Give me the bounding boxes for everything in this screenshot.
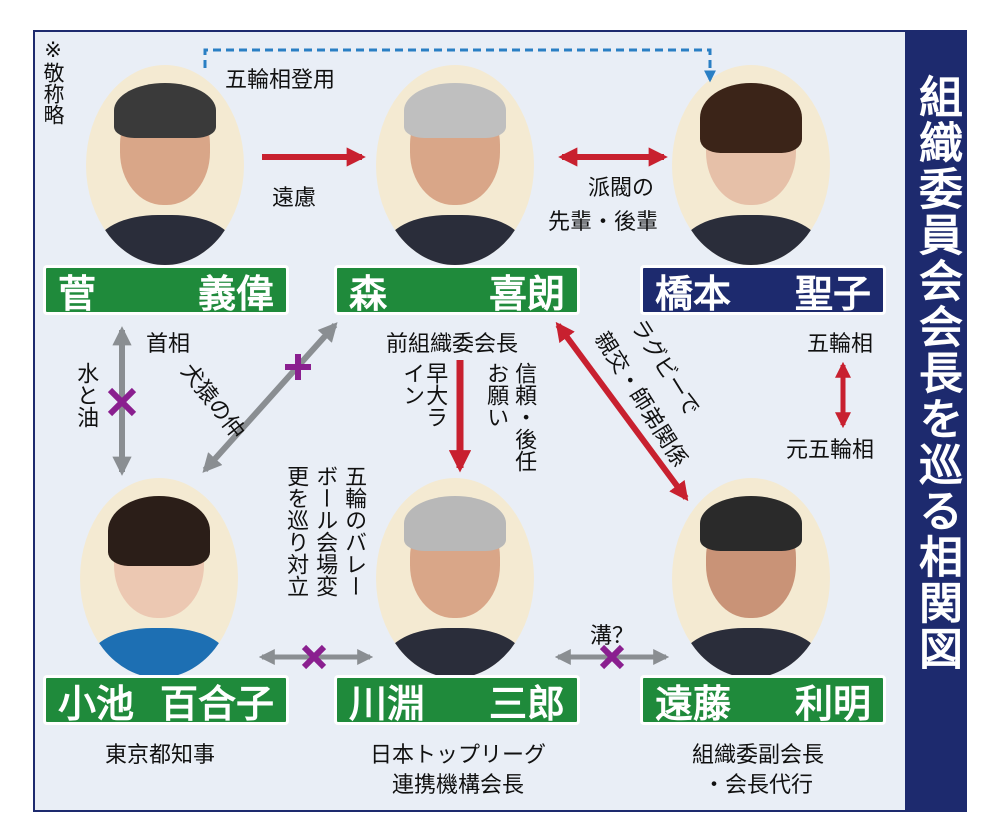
label-mori-hashimoto-1: 派閥の [588, 176, 655, 201]
name-label-suga: 菅義偉 [43, 265, 289, 316]
label-mori-kawabuchi-b2: お願い [483, 362, 509, 428]
name-label-mori: 森喜朗 [334, 265, 580, 316]
diagram-title: 組織委員会会長を巡る相関図 [911, 74, 962, 672]
name-label-koike: 小池百合子 [43, 675, 289, 726]
arrow-mori-koike [202, 322, 338, 473]
name-label-endo: 遠藤利明 [640, 675, 886, 726]
name-label-hashimoto: 橋本聖子 [640, 265, 886, 316]
role-koike: 東京都知事 [104, 743, 216, 768]
label-koike-kawabuchi-2: ボール会場変 [312, 465, 338, 597]
label-mori-kawabuchi-a: 早大ライン [399, 362, 448, 428]
arrow-suga-hashimoto [203, 48, 716, 83]
photo-mori [376, 65, 534, 265]
role-kawabuchi-2: 連携機構会長 [391, 773, 525, 798]
label-koike-kawabuchi-3: 更を巡り対立 [283, 465, 309, 597]
arrow-mori-endo [555, 321, 689, 502]
label-kawabuchi-endo: 溝？ [590, 624, 635, 649]
honorifics-note: ※敬称略 [41, 38, 66, 125]
role-hashimoto: 五輪相 [806, 332, 874, 357]
photo-suga [86, 65, 244, 265]
plus-mark-mori-koike [285, 354, 311, 380]
conflict-marks [107, 354, 625, 670]
x-mark-suga-koike [107, 387, 137, 417]
x-mark-kawabuchi-endo [599, 644, 625, 670]
role-hashimoto-former: 元五輪相 [785, 438, 875, 463]
label-koike-kawabuchi-1: 五輪のバレー [341, 465, 367, 597]
role-kawabuchi-1: 日本トップリーグ [369, 743, 547, 768]
label-suga-mori: 遠慮 [272, 186, 317, 211]
label-suga-hashimoto: 五輪相登用 [225, 68, 336, 93]
label-mori-kawabuchi-b1: 信頼・後任 [511, 362, 537, 472]
photo-kawabuchi [376, 478, 534, 678]
photo-hashimoto [672, 65, 830, 265]
role-suga: 首相 [145, 332, 191, 357]
photo-koike [80, 478, 238, 678]
photo-endo [672, 478, 830, 678]
role-mori: 前組織委会長 [385, 332, 519, 357]
label-suga-koike: 水と油 [73, 362, 99, 428]
name-label-kawabuchi: 川淵三郎 [334, 675, 580, 726]
role-endo-2: ・会長代行 [702, 773, 814, 798]
label-mori-hashimoto-2: 先輩・後輩 [548, 210, 659, 235]
title-bar: 組織委員会会長を巡る相関図 [905, 30, 967, 812]
role-endo-1: 組織委副会長 [691, 743, 825, 768]
x-mark-koike-kawabuchi [301, 644, 327, 670]
